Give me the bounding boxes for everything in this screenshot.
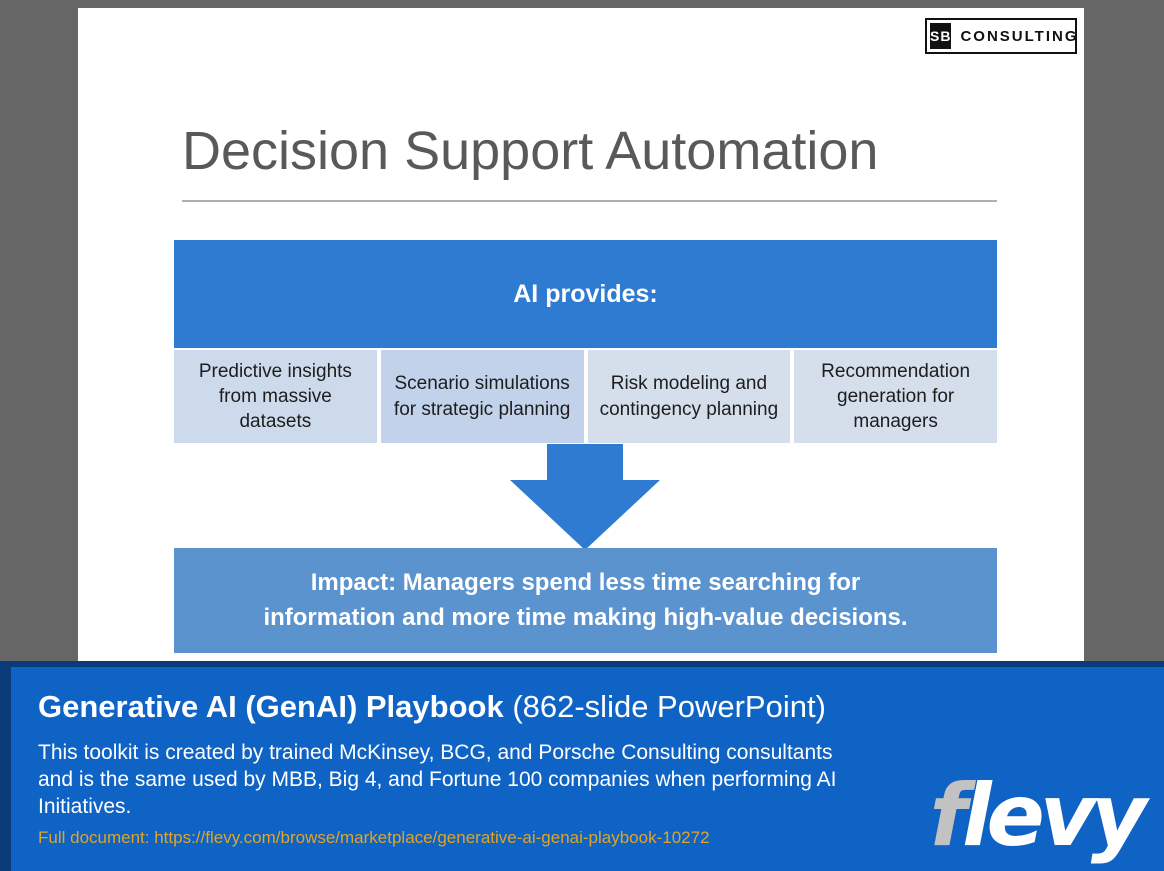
benefit-cell-risk-modeling: Risk modeling and contingency planning <box>587 350 791 443</box>
down-arrow-icon <box>547 444 623 482</box>
marketing-banner: Generative AI (GenAI) Playbook (862-slid… <box>0 661 1164 871</box>
down-arrow-head-icon <box>510 480 660 550</box>
benefit-cell-scenario-simulations: Scenario simulations for strategic plann… <box>380 350 584 443</box>
marketing-banner-panel: Generative AI (GenAI) Playbook (862-slid… <box>11 667 1164 871</box>
product-title-name: Generative AI (GenAI) Playbook <box>38 689 504 724</box>
slide-title: Decision Support Automation <box>182 121 879 181</box>
flevy-logo: flevy <box>930 773 1147 859</box>
title-divider <box>182 200 997 202</box>
benefit-cell-recommendation-generation: Recommendation generation for managers <box>794 350 997 443</box>
product-title-format: (862-slide PowerPoint) <box>503 689 826 724</box>
product-title: Generative AI (GenAI) Playbook (862-slid… <box>38 689 1164 725</box>
sb-initials-badge: SB <box>930 23 952 49</box>
consulting-label: CONSULTING <box>960 27 1079 45</box>
ai-provides-header: AI provides: <box>174 240 997 348</box>
flevy-logo-f: f <box>929 766 967 866</box>
slide-canvas: SB CONSULTING Decision Support Automatio… <box>78 8 1084 661</box>
full-document-link[interactable]: Full document: https://flevy.com/browse/… <box>38 827 710 847</box>
benefits-row: Predictive insights from massive dataset… <box>174 350 997 443</box>
impact-statement-box: Impact: Managers spend less time searchi… <box>174 548 997 653</box>
product-description: This toolkit is created by trained McKin… <box>38 741 837 818</box>
flevy-logo-levy: levy <box>962 766 1147 866</box>
sb-consulting-logo: SB CONSULTING <box>925 18 1077 54</box>
benefit-cell-predictive-insights: Predictive insights from massive dataset… <box>174 350 377 443</box>
